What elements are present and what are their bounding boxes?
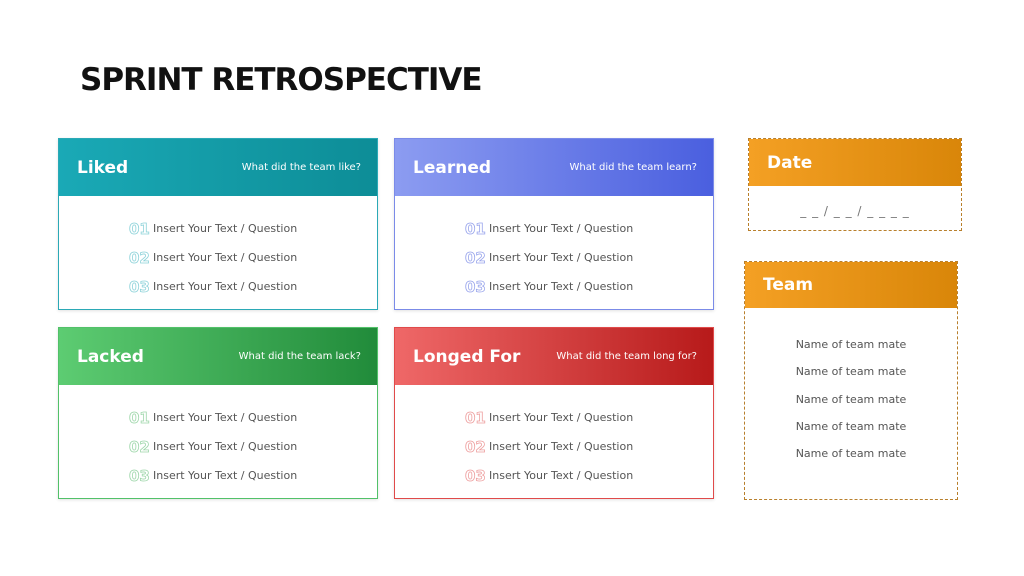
item-text[interactable]: Insert Your Text / Question: [489, 469, 634, 482]
item-number: 01: [465, 219, 487, 238]
team-panel: Team Name of team mate Name of team mate…: [744, 261, 958, 500]
item-text[interactable]: Insert Your Text / Question: [153, 222, 298, 235]
team-title: Team: [745, 262, 957, 308]
card-title: Lacked: [77, 346, 144, 367]
list-item: 03 Insert Your Text / Question: [395, 272, 713, 301]
item-text[interactable]: Insert Your Text / Question: [489, 440, 634, 453]
item-number: 01: [129, 219, 151, 238]
team-member[interactable]: Name of team mate: [795, 419, 907, 433]
item-number: 03: [129, 466, 151, 485]
item-number: 03: [129, 277, 151, 296]
item-text[interactable]: Insert Your Text / Question: [153, 411, 298, 424]
item-text[interactable]: Insert Your Text / Question: [153, 469, 298, 482]
card-longed-for: Longed For What did the team long for? 0…: [394, 327, 714, 499]
item-text[interactable]: Insert Your Text / Question: [153, 280, 298, 293]
card-question: What did the team long for?: [556, 351, 697, 362]
card-items: 01 Insert Your Text / Question 02 Insert…: [395, 196, 713, 301]
list-item: 01 Insert Your Text / Question: [395, 403, 713, 432]
team-member[interactable]: Name of team mate: [795, 447, 907, 461]
card-header: Lacked What did the team lack?: [59, 328, 377, 385]
team-member[interactable]: Name of team mate: [795, 365, 907, 379]
date-field[interactable]: _ _ / _ _ / _ _ _ _: [800, 204, 910, 218]
card-items: 01 Insert Your Text / Question 02 Insert…: [395, 385, 713, 490]
item-text[interactable]: Insert Your Text / Question: [489, 411, 634, 424]
item-text[interactable]: Insert Your Text / Question: [489, 280, 634, 293]
list-item: 02 Insert Your Text / Question: [59, 432, 377, 461]
item-number: 03: [465, 277, 487, 296]
card-question: What did the team lack?: [238, 351, 361, 362]
item-text[interactable]: Insert Your Text / Question: [153, 440, 298, 453]
list-item: 01 Insert Your Text / Question: [59, 214, 377, 243]
card-liked: Liked What did the team like? 01 Insert …: [58, 138, 378, 310]
page-title: SPRINT RETROSPECTIVE: [80, 62, 483, 98]
list-item: 02 Insert Your Text / Question: [59, 243, 377, 272]
team-member[interactable]: Name of team mate: [795, 338, 907, 351]
card-title: Longed For: [413, 346, 521, 367]
list-item: 01 Insert Your Text / Question: [59, 403, 377, 432]
item-number: 01: [465, 408, 487, 427]
card-title: Learned: [413, 157, 492, 178]
card-header: Longed For What did the team long for?: [395, 328, 713, 385]
card-learned: Learned What did the team learn? 01 Inse…: [394, 138, 714, 310]
list-item: 03 Insert Your Text / Question: [59, 272, 377, 301]
card-question: What did the team like?: [241, 162, 361, 173]
item-number: 02: [465, 248, 487, 267]
team-members: Name of team mate Name of team mate Name…: [745, 308, 957, 474]
list-item: 02 Insert Your Text / Question: [395, 432, 713, 461]
card-items: 01 Insert Your Text / Question 02 Insert…: [59, 385, 377, 490]
card-header: Learned What did the team learn?: [395, 139, 713, 196]
card-question: What did the team learn?: [569, 162, 697, 173]
item-text[interactable]: Insert Your Text / Question: [153, 251, 298, 264]
list-item: 03 Insert Your Text / Question: [59, 461, 377, 490]
date-panel: Date _ _ / _ _ / _ _ _ _: [748, 138, 962, 231]
date-title: Date: [749, 139, 961, 186]
item-number: 03: [465, 466, 487, 485]
item-number: 02: [129, 248, 151, 267]
card-lacked: Lacked What did the team lack? 01 Insert…: [58, 327, 378, 499]
list-item: 03 Insert Your Text / Question: [395, 461, 713, 490]
item-number: 01: [129, 408, 151, 427]
item-text[interactable]: Insert Your Text / Question: [489, 251, 634, 264]
card-title: Liked: [77, 157, 129, 178]
list-item: 02 Insert Your Text / Question: [395, 243, 713, 272]
team-member[interactable]: Name of team mate: [795, 392, 907, 406]
list-item: 01 Insert Your Text / Question: [395, 214, 713, 243]
card-items: 01 Insert Your Text / Question 02 Insert…: [59, 196, 377, 301]
item-text[interactable]: Insert Your Text / Question: [489, 222, 634, 235]
item-number: 02: [465, 437, 487, 456]
card-header: Liked What did the team like?: [59, 139, 377, 196]
item-number: 02: [129, 437, 151, 456]
